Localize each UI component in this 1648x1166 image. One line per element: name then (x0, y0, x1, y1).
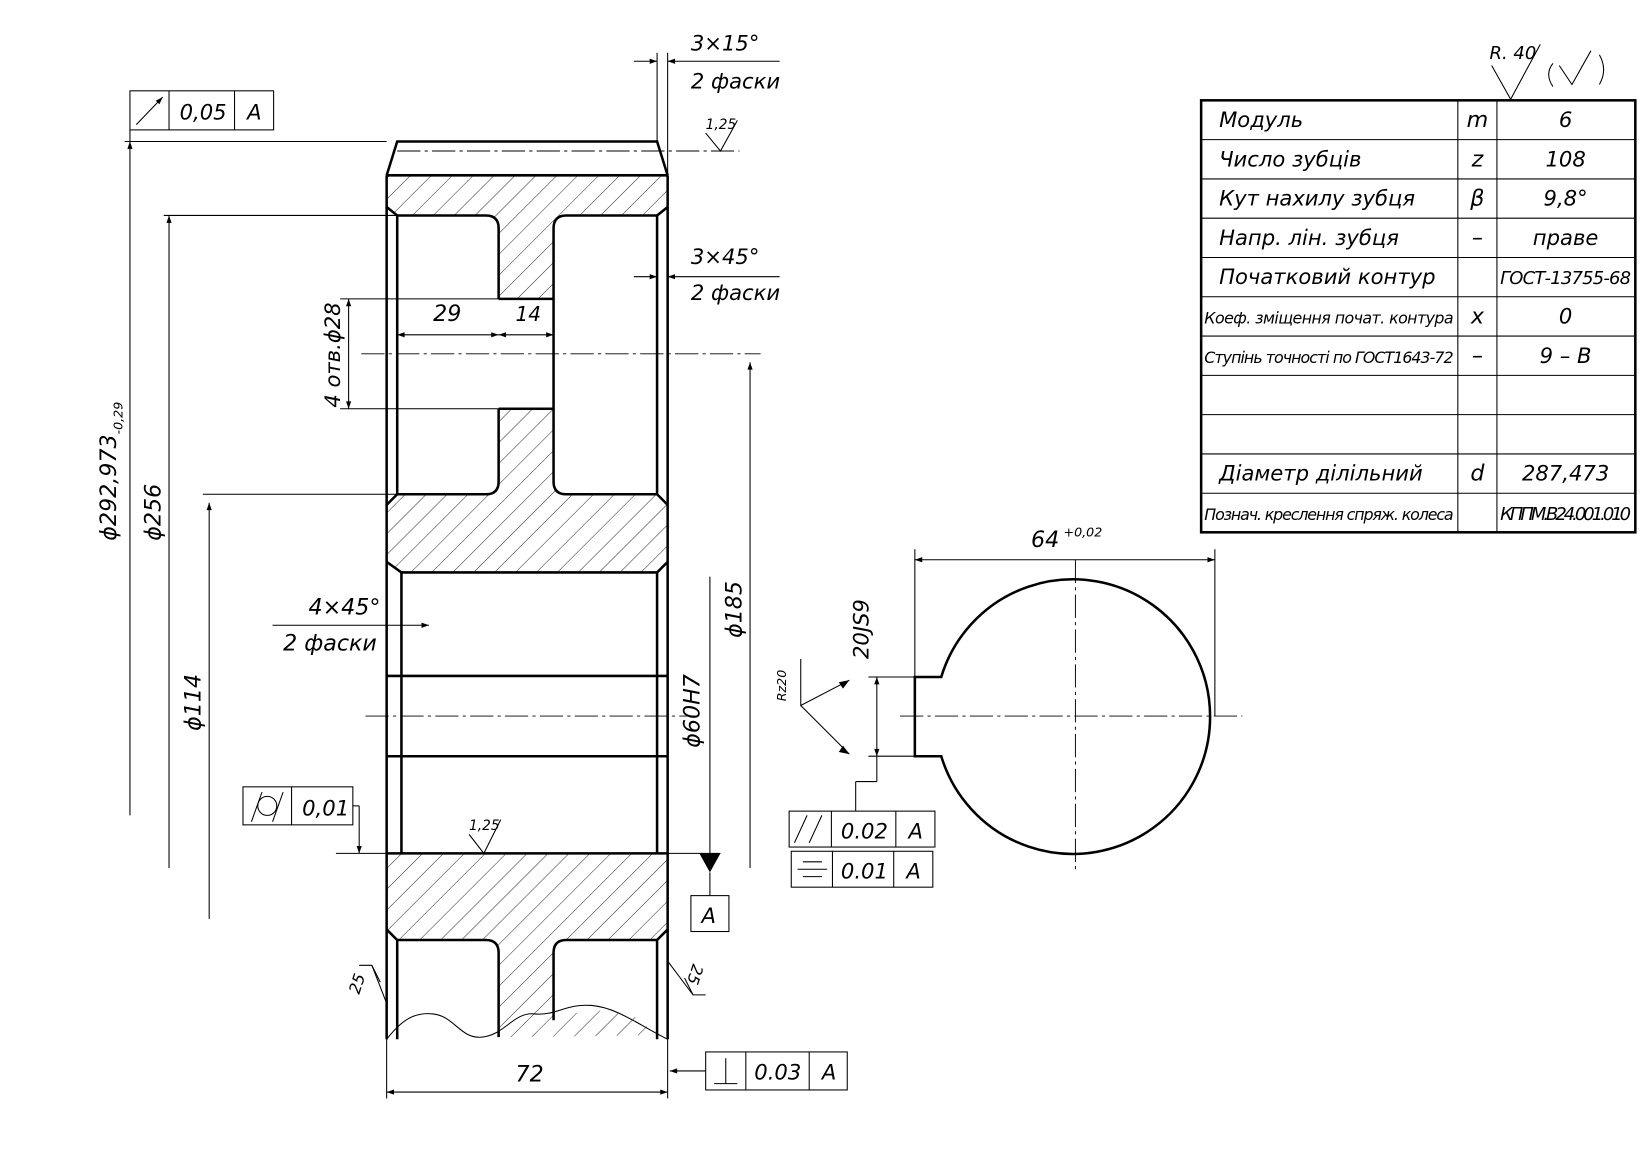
gear-section-view (361, 140, 761, 1040)
chamfer-mid-note: 2 фаски (691, 280, 780, 305)
keyway-section-view: 64+0,02 20JS9 Rz20 0.02 A (774, 525, 1243, 888)
datum-box (690, 895, 730, 933)
table-cell-symbol: – (1472, 343, 1483, 369)
dim-14: 14 (516, 302, 542, 326)
svg-text:0.02: 0.02 (841, 819, 888, 844)
table-cell-label: Початковий контур (1219, 264, 1435, 289)
bore-roughness: 1,25 (468, 818, 502, 855)
svg-text:0.01: 0.01 (841, 859, 888, 884)
perpendicularity-tolerance-frame: 0.03 A (669, 1051, 848, 1091)
dim-holes: 4 отв.ϕ28 (320, 302, 345, 407)
table-cell-value: ГОСТ-13755-68 (1500, 268, 1631, 289)
table-cell-symbol: m (1467, 107, 1489, 133)
cylindricity-icon (257, 795, 278, 816)
keyway-width: 20JS9 (848, 599, 873, 659)
runout-tolerance-frame: 0,05 A (129, 90, 275, 142)
dim-185: ϕ185 (722, 581, 748, 638)
table-cell-symbol: – (1472, 225, 1483, 251)
dim-width: 72 (516, 1062, 544, 1088)
cylindricity-tolerance-frame: 0,01 (242, 786, 387, 854)
tip-roughness: 1,25 (705, 117, 738, 152)
table-cell-label: Діаметр ділільний (1218, 461, 1423, 486)
datum-triangle (699, 853, 721, 873)
svg-text:A: A (820, 1059, 836, 1084)
face-roughness-left: 25 (345, 964, 388, 1004)
symmetry-tolerance-frame: 0.01 A (790, 850, 934, 888)
svg-text:0,05: 0,05 (180, 99, 227, 124)
left-dimensions: ϕ292,973-0,29 ϕ256 ϕ114 4 отв.ϕ28 29 14 … (96, 90, 669, 1099)
table-cell-symbol: z (1471, 146, 1485, 172)
table-cell-label: Модуль (1219, 107, 1303, 132)
dim-29: 29 (433, 301, 461, 327)
svg-text:0.03: 0.03 (754, 1059, 801, 1084)
general-roughness-symbol: R. 40 (1490, 43, 1605, 101)
svg-text:25: 25 (345, 971, 369, 996)
svg-text:0,01: 0,01 (302, 795, 349, 820)
parallelism-icon (793, 815, 808, 844)
chamfer-bore-size: 4×45° (308, 595, 380, 621)
table-cell-value: 9,8° (1544, 186, 1588, 211)
table-cell-symbol: d (1470, 461, 1485, 487)
table-cell-value: 287,473 (1522, 461, 1609, 486)
runout-icon (135, 96, 164, 125)
right-dimensions: 3×15° 2 фаски 1,25 3×45° 2 фаски ϕ185 ϕ6… (468, 31, 848, 1091)
keyway-dim: 64+0,02 (1031, 525, 1102, 554)
table-cell-label: Кут нахилу зубця (1219, 186, 1415, 211)
svg-text:Rz20: Rz20 (774, 670, 789, 702)
table-cell-label: Напр. лін. зубця (1219, 225, 1399, 250)
table-cell-label: Число зубців (1219, 146, 1361, 171)
keyway-tol: +0,02 (1064, 525, 1103, 540)
dim-bore: ϕ60H7 (679, 674, 705, 748)
keyway-roughness: Rz20 (774, 659, 850, 755)
face-roughness-right: 25 (667, 960, 707, 996)
svg-text:A: A (245, 99, 261, 124)
dim-114: ϕ114 (181, 674, 207, 731)
parallelism-tolerance-frame: 0.02 A (788, 810, 936, 848)
svg-text:1,25: 1,25 (469, 818, 500, 834)
table-cell-value: КППМ.В24.001.010 (1500, 504, 1631, 525)
table-cell-label: Коеф. зміщення почат. контура (1204, 308, 1453, 327)
table-cell-symbol: x (1470, 303, 1485, 329)
table-cell-value: 108 (1545, 146, 1585, 171)
chamfer-top-note: 2 фаски (691, 69, 780, 94)
table-cell-value: 9 – B (1540, 343, 1592, 368)
chamfer-mid-size: 3×45° (691, 244, 760, 269)
svg-text:R. 40: R. 40 (1490, 43, 1537, 64)
chamfer-top-size: 3×15° (691, 31, 760, 56)
dim-256: ϕ256 (141, 484, 167, 541)
chamfer-bore-note: 2 фаски (283, 631, 377, 657)
dim-tip-diameter: ϕ292,973-0,29 (96, 402, 125, 541)
svg-text:A: A (904, 859, 920, 884)
svg-text:A: A (907, 819, 923, 844)
table-cell-value: 0 (1559, 303, 1572, 328)
table-cell-label: Ступінь точності по ГОСТ1643-72 (1204, 348, 1453, 367)
table-cell-symbol: β (1469, 186, 1484, 212)
table-cell-value: праве (1533, 225, 1599, 250)
table-cell-value: 6 (1559, 107, 1572, 132)
dim-tip-tolerance: -0,29 (111, 402, 126, 435)
datum-label: A (699, 903, 715, 928)
table-cell-label: Познач. креслення спряж. колеса (1204, 505, 1453, 524)
svg-text:1,25: 1,25 (706, 117, 737, 133)
